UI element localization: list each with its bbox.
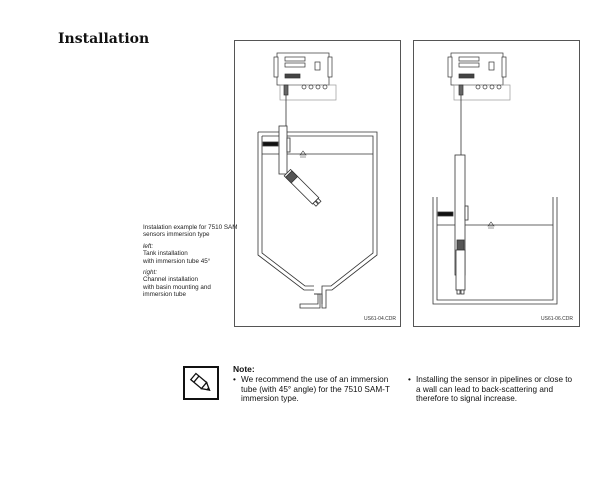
immersion-tube — [454, 154, 469, 295]
caption-right-label: right: — [143, 269, 157, 277]
controller-unit — [447, 52, 511, 101]
caption-right-title: Channel installation — [143, 276, 198, 284]
figure-file-label: US61-04.CDR — [364, 316, 396, 322]
pencil-icon — [189, 372, 211, 392]
channel-installation-figure: US61-06.CDR — [413, 40, 580, 327]
tank — [257, 131, 378, 309]
note-title: Note: — [233, 364, 255, 374]
caption-left-label: left: — [143, 242, 154, 250]
caption-left-desc: with immersion tube 45° — [143, 257, 211, 265]
note-bullet: Installing the sensor in pipelines or cl… — [408, 375, 578, 404]
immersion-tube — [278, 125, 322, 207]
caption-left-title: Tank installation — [143, 250, 188, 258]
controller-unit — [273, 52, 337, 101]
note-icon-box — [183, 366, 219, 400]
figure-file-label: US61-06.CDR — [541, 316, 573, 322]
tank-installation-figure: US61-04.CDR — [234, 40, 401, 327]
caption-intro: Instalation example for 7510 SAM sensors… — [143, 224, 238, 239]
basin — [432, 197, 558, 305]
caption-right-desc: with basin mounting and immersion tube — [143, 283, 211, 299]
figure-caption: Instalation example for 7510 SAM sensors… — [143, 224, 238, 299]
page-title: Installation — [58, 31, 150, 47]
note-bullet: We recommend the use of an immersion tub… — [233, 375, 396, 404]
